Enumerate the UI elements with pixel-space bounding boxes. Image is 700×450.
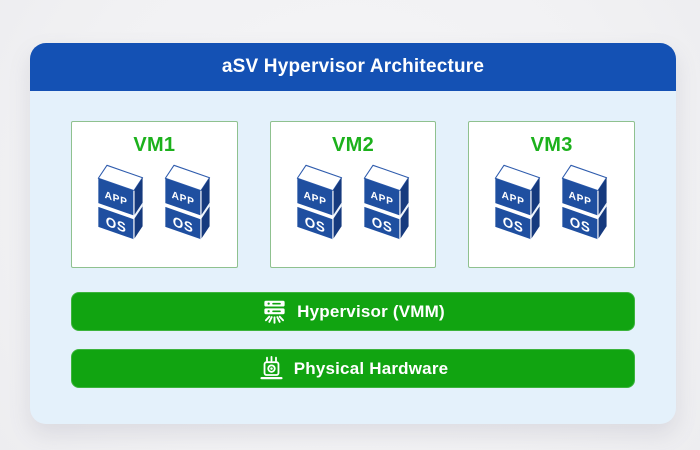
physical-hardware-label: Physical Hardware — [293, 358, 449, 378]
card-body: VM1 APP OS — [30, 91, 676, 388]
vm-box-2: VM2 APP OS — [269, 121, 437, 268]
svg-text:OS: OS — [173, 213, 194, 236]
vm-label: VM2 — [331, 134, 375, 156]
layer-stack: Hypervisor (VMM) Phy — [71, 292, 635, 388]
hypervisor-label: Hypervisor (VMM) — [297, 301, 445, 321]
svg-text:OS: OS — [371, 213, 392, 236]
app-os-stack-icon: APP OS — [561, 164, 608, 240]
app-os-stack-icon: APP OS — [296, 164, 342, 240]
vm-row: VM1 APP OS — [71, 121, 636, 268]
svg-text:OS: OS — [304, 213, 325, 236]
physical-hardware-bar: Physical Hardware — [71, 349, 635, 388]
vm-blocks: APP OS APP — [492, 161, 611, 243]
server-stack-icon — [264, 300, 285, 324]
vm-box-1: VM1 APP OS — [71, 121, 238, 268]
diagram-title: aSV Hypervisor Architecture — [221, 56, 485, 77]
card-header: aSV Hypervisor Architecture — [30, 43, 676, 91]
vm-label: VM3 — [530, 134, 573, 156]
app-os-stack-icon: APP OS — [494, 164, 541, 240]
vm-box-3: VM3 APP OS — [468, 121, 636, 268]
svg-text:OS: OS — [503, 213, 524, 236]
hypervisor-bar: Hypervisor (VMM) — [71, 292, 635, 331]
vm-blocks: APP OS APP — [294, 161, 413, 243]
app-os-stack-icon: APP OS — [97, 164, 143, 240]
architecture-card: aSV Hypervisor Architecture VM1 — [30, 43, 676, 424]
app-os-stack-icon: APP OS — [164, 164, 210, 240]
svg-text:OS: OS — [106, 213, 127, 236]
app-os-stack-icon: APP OS — [363, 164, 409, 240]
vm-label: VM1 — [133, 134, 176, 156]
hardware-device-icon — [260, 356, 283, 380]
vm-blocks: APP OS APP — [95, 161, 214, 243]
svg-text:OS: OS — [570, 213, 591, 236]
